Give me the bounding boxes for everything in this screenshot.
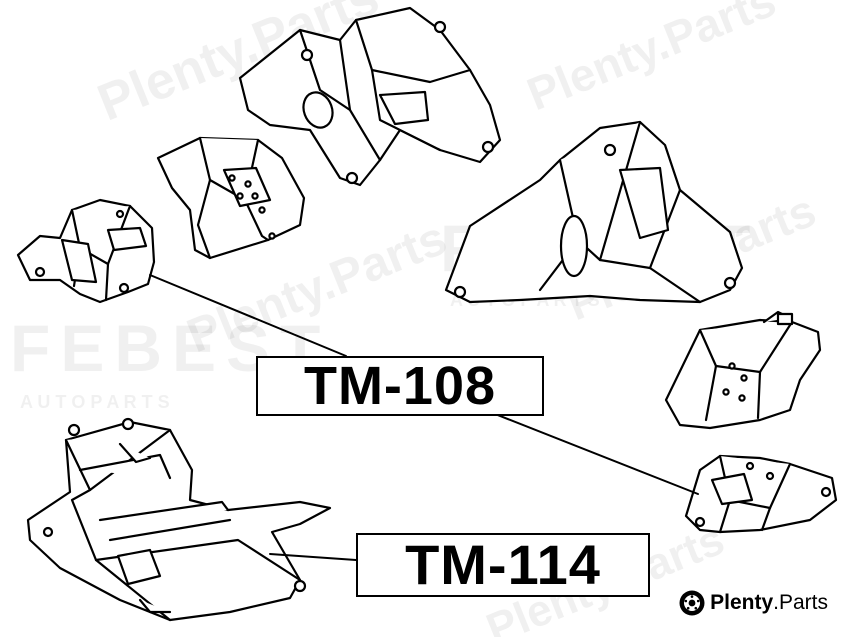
tm-108-mount-right [684, 454, 838, 534]
part-label-tm108: TM-108 [256, 356, 544, 416]
leader-tm108-left [149, 274, 347, 357]
rubber-mount-right [664, 310, 822, 430]
bracket-top-center [238, 6, 502, 187]
tm-108-mount-left [16, 198, 156, 304]
leader-tm108-right [489, 411, 699, 495]
badge-suffix: .Parts [773, 591, 828, 614]
bracket-right [444, 120, 744, 304]
part-label-tm114: TM-114 [356, 533, 650, 597]
gear-disc-icon [679, 590, 705, 616]
rubber-mount-upper [156, 136, 306, 260]
badge-name: Plenty [710, 591, 774, 614]
site-badge[interactable]: Plenty.Parts [678, 589, 828, 617]
leader-tm114 [269, 553, 357, 561]
leader-lines [149, 274, 699, 561]
tm-114-mount [26, 417, 332, 622]
